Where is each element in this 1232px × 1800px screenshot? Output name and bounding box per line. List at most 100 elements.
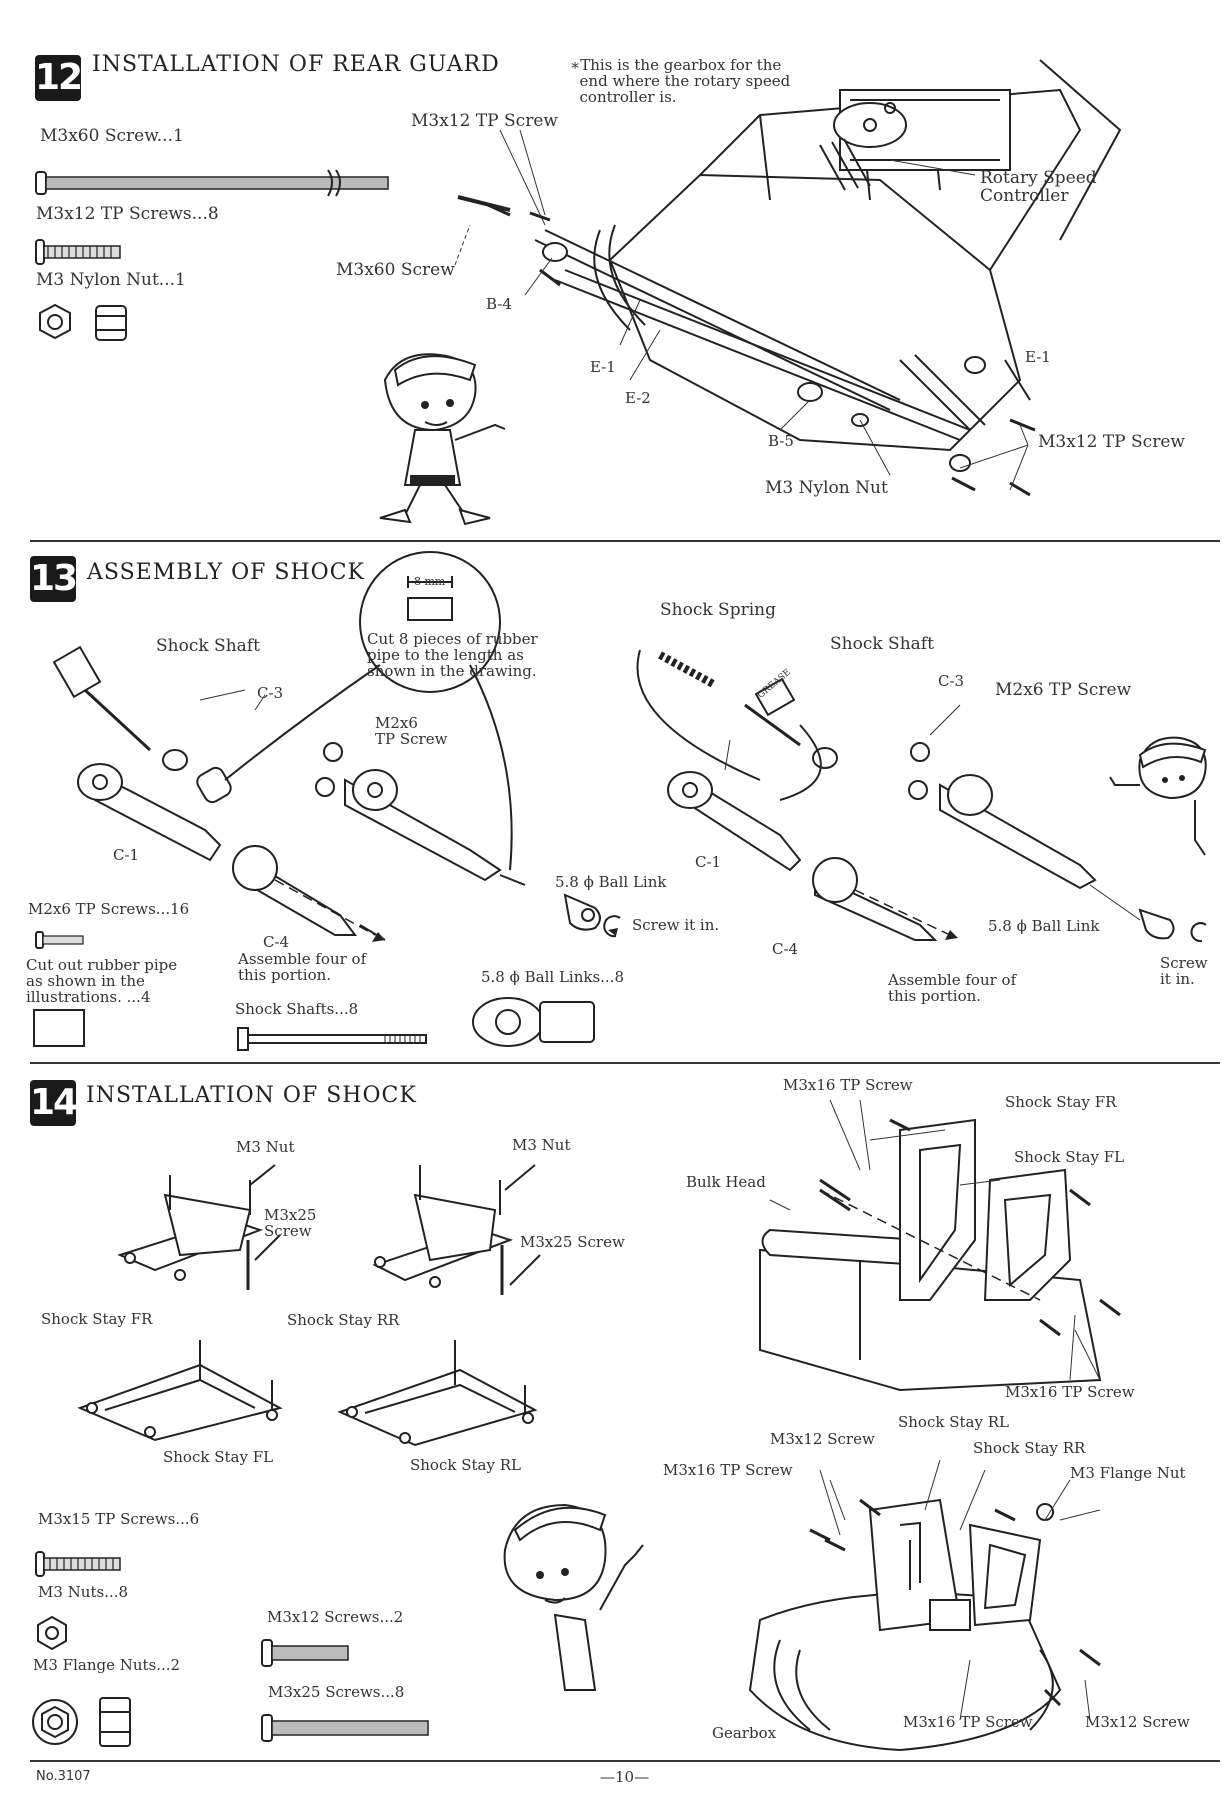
m3x12-tp-screw-icon	[35, 239, 121, 265]
mascot-boy-section14	[503, 1503, 644, 1691]
callout-assemble-left: Assemble four of this portion.	[238, 950, 367, 984]
step-number-12: 12	[35, 55, 83, 101]
callout-ball-link-mid: 5.8 ϕ Ball Link	[555, 873, 667, 891]
page-number: —10—	[600, 1768, 650, 1786]
step-number-13: 13	[30, 556, 78, 602]
callout-tp-screw-top: M3x12 TP Screw	[411, 111, 558, 131]
callout-m2x6-mid: M2x6 TP Screw	[375, 714, 448, 748]
callout-gearbox: Gearbox	[712, 1724, 777, 1742]
ball-link-icon	[472, 997, 595, 1047]
shock-assembly-right-drawing	[636, 649, 1207, 943]
callout-c1-right: C-1	[695, 853, 722, 871]
callout-m3x16-mid: M3x16 TP Screw	[1005, 1383, 1135, 1401]
part-label-m3x15: M3x15 TP Screws...6	[38, 1510, 200, 1528]
part-label-m3x60: M3x60 Screw...1	[40, 126, 184, 146]
section-divider	[30, 1062, 1220, 1064]
callout-m3-nylon-nut: M3 Nylon Nut	[765, 478, 888, 498]
callout-m2x6-right: M2x6 TP Screw	[995, 680, 1132, 700]
callout-m3-nut-1: M3 Nut	[236, 1138, 295, 1156]
callout-c3-left: C-3	[257, 684, 284, 702]
callout-b4: B-4	[486, 295, 512, 313]
callout-m3x16-top: M3x16 TP Screw	[783, 1076, 913, 1094]
m3x15-tp-screw-icon	[35, 1551, 121, 1577]
m3x25-screw-icon	[261, 1714, 429, 1742]
callout-m3x16-left: M3x16 TP Screw	[663, 1461, 793, 1479]
callout-shock-stay-fr-right: Shock Stay FR	[1005, 1093, 1117, 1111]
callout-ball-link-right: 5.8 ϕ Ball Link	[988, 917, 1100, 935]
callout-shock-stay-rr-right: Shock Stay RR	[973, 1439, 1086, 1457]
step-number-14: 14	[30, 1080, 78, 1126]
section-title-rear-guard: INSTALLATION OF REAR GUARD	[92, 52, 500, 77]
callout-e1-left: E-1	[590, 358, 616, 376]
shock-stay-fl-small-drawing	[77, 1340, 283, 1442]
callout-shock-stay-rl-left: Shock Stay RL	[410, 1456, 521, 1474]
callout-screw-it-in-right: Screw it in.	[1160, 954, 1208, 988]
shock-assembly-left-drawing	[52, 645, 386, 942]
section-divider	[30, 540, 1220, 542]
part-label-m3-nylon-nut: M3 Nylon Nut...1	[36, 270, 186, 290]
mascot-boy-pointing	[379, 353, 506, 526]
shock-assembly-middle-drawing	[315, 742, 621, 938]
shock-stay-fr-small-drawing	[117, 1164, 281, 1290]
callout-assemble-right: Assemble four of this portion.	[888, 971, 1017, 1005]
part-label-shock-shafts: Shock Shafts...8	[235, 1000, 359, 1018]
callout-shock-shaft-right: Shock Shaft	[830, 634, 934, 654]
callout-shock-stay-fl-right: Shock Stay FL	[1014, 1148, 1125, 1166]
callout-bulk-head: Bulk Head	[686, 1173, 766, 1191]
rubber-cut-note: Cut 8 pieces of rubber pipe to the lengt…	[367, 630, 538, 680]
mascot-boy-section13	[1109, 736, 1207, 856]
callout-shock-stay-fl-left: Shock Stay FL	[163, 1448, 274, 1466]
shock-stay-rr-small-drawing	[372, 1164, 541, 1295]
part-label-m3-nuts: M3 Nuts...8	[38, 1583, 129, 1601]
m3-nut-icon	[37, 1615, 67, 1651]
callout-rotary-controller: Rotary Speed Controller	[980, 168, 1097, 206]
model-number: No.3107	[36, 1769, 91, 1784]
part-label-m3x12-screws: M3x12 Screws...2	[267, 1608, 404, 1626]
m3x60-screw-icon	[35, 169, 389, 197]
m2x6-tp-screw-icon	[35, 931, 84, 949]
callout-shock-stay-rl-right: Shock Stay RL	[898, 1413, 1009, 1431]
gearbox-shock-assembly-drawing	[748, 1459, 1101, 1752]
callout-shock-stay-rr-left: Shock Stay RR	[287, 1311, 400, 1329]
m3-flange-nut-icon	[32, 1697, 131, 1747]
m3x12-screw-icon	[261, 1639, 349, 1667]
part-label-m3x12-tp: M3x12 TP Screws...8	[36, 204, 219, 224]
gearbox-note: ∗This is the gearbox for the end where t…	[570, 56, 791, 106]
shock-stay-rl-small-drawing	[337, 1340, 538, 1447]
callout-m3x16-bottom: M3x16 TP Screw	[903, 1713, 1033, 1731]
callout-m3-nut-2: M3 Nut	[512, 1136, 571, 1154]
part-label-ball-links: 5.8 ϕ Ball Links...8	[481, 968, 624, 986]
section-title-install-shock: INSTALLATION OF SHOCK	[86, 1083, 417, 1108]
rubber-pipe-icon	[33, 1009, 85, 1047]
part-label-m3x25-screws: M3x25 Screws...8	[268, 1683, 405, 1701]
callout-c3-right: C-3	[938, 672, 965, 690]
shock-shaft-icon	[237, 1027, 427, 1051]
callout-m3x60: M3x60 Screw	[336, 260, 455, 280]
callout-e2: E-2	[625, 389, 651, 407]
callout-shock-spring: Shock Spring	[660, 600, 776, 620]
callout-c4-right: C-4	[772, 940, 799, 958]
section-title-shock-assembly: ASSEMBLY OF SHOCK	[87, 560, 365, 585]
rubber-pipe-cut-diagram	[224, 551, 513, 871]
part-label-m2x6: M2x6 TP Screws...16	[28, 900, 190, 918]
callout-b5: B-5	[768, 432, 794, 450]
part-label-flange-nuts: M3 Flange Nuts...2	[33, 1656, 181, 1674]
callout-shock-shaft-left: Shock Shaft	[156, 636, 260, 656]
callout-m3x25-1: M3x25 Screw	[264, 1206, 317, 1240]
callout-screw-it-in-mid: Screw it in.	[632, 916, 720, 934]
bulk-head-assembly-drawing	[759, 1099, 1121, 1392]
callout-c1-left: C-1	[113, 846, 140, 864]
callout-c4-left: C-4	[263, 933, 290, 951]
callout-m3-flange-nut: M3 Flange Nut	[1070, 1464, 1186, 1482]
callout-tp-screw-right: M3x12 TP Screw	[1038, 432, 1185, 452]
rear-guard-assembly-drawing	[454, 59, 1122, 497]
footer-divider	[30, 1760, 1220, 1762]
part-label-rubber-pipe: Cut out rubber pipe as shown in the illu…	[26, 956, 178, 1006]
callout-m3x12-bottom: M3x12 Screw	[1085, 1713, 1190, 1731]
callout-8mm: 8 mm	[414, 575, 446, 588]
callout-shock-stay-fr-left: Shock Stay FR	[41, 1310, 153, 1328]
callout-m3x25-2: M3x25 Screw	[520, 1233, 625, 1251]
callout-m3x12-screw: M3x12 Screw	[770, 1430, 875, 1448]
callout-e1-right: E-1	[1025, 348, 1051, 366]
